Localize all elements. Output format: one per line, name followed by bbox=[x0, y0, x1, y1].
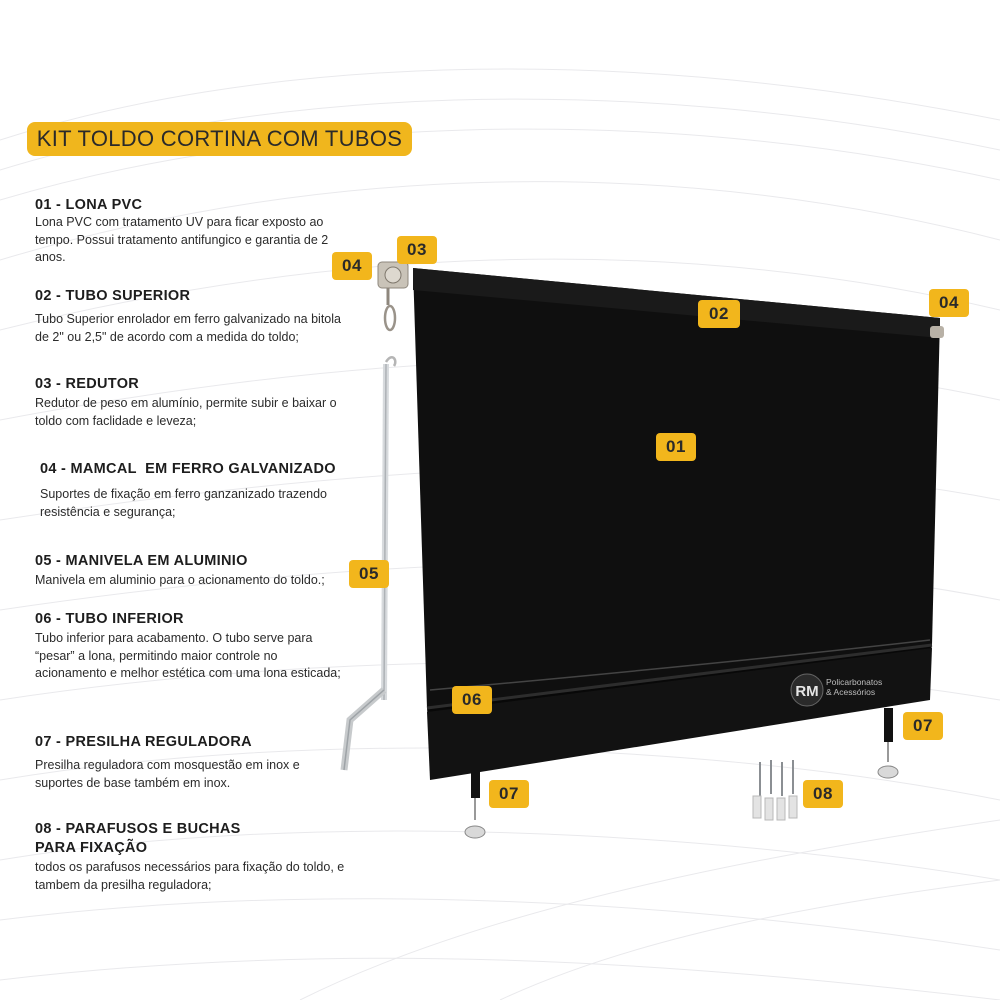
item-mamcal: 04 - MAMCAL EM FERRO GALVANIZADO Suporte… bbox=[40, 460, 360, 521]
badge-03: 03 bbox=[397, 236, 437, 264]
logo-line-1: Policarbonatos bbox=[826, 677, 882, 687]
crank-handle-icon bbox=[340, 356, 397, 771]
item-parafusos: 08 - PARAFUSOS E BUCHAS PARA FIXAÇÃO tod… bbox=[35, 820, 344, 894]
item-description: Manivela em aluminio para o acionamento … bbox=[35, 573, 325, 587]
item-description: Tubo Superior enrolador em ferro galvani… bbox=[35, 312, 341, 344]
badge-08: 08 bbox=[803, 780, 843, 808]
badge-04-left: 04 bbox=[332, 252, 372, 280]
item-description: todos os parafusos necessários para fixa… bbox=[35, 860, 345, 892]
badge-01: 01 bbox=[656, 433, 696, 461]
badge-02: 02 bbox=[698, 300, 740, 328]
logo-line-2: & Acessórios bbox=[826, 687, 875, 697]
item-presilha: 07 - PRESILHA REGULADORA Presilha regula… bbox=[35, 733, 345, 792]
item-lona-pvc: 01 - LONA PVC Lona PVC com tratamento UV… bbox=[35, 196, 345, 267]
item-redutor: 03 - REDUTOR Redutor de peso em alumínio… bbox=[35, 375, 345, 430]
item-description: Redutor de peso em alumínio, permite sub… bbox=[35, 396, 337, 428]
badge-07-right: 07 bbox=[903, 712, 943, 740]
item-heading: 02 - TUBO SUPERIOR bbox=[35, 288, 191, 304]
item-heading: 08 - PARAFUSOS E BUCHAS PARA FIXAÇÃO bbox=[35, 821, 241, 856]
strap-clip-right-icon bbox=[877, 708, 899, 779]
badge-07-left: 07 bbox=[489, 780, 529, 808]
item-description: Suportes de fixação em ferro ganzanizado… bbox=[40, 487, 327, 519]
item-heading: 06 - TUBO INFERIOR bbox=[35, 611, 184, 627]
item-tubo-inferior: 06 - TUBO INFERIOR Tubo inferior para ac… bbox=[35, 610, 345, 683]
item-heading: 03 - REDUTOR bbox=[35, 376, 140, 392]
item-heading: 01 - LONA PVC bbox=[35, 197, 143, 213]
item-heading: 04 - MAMCAL EM FERRO GALVANIZADO bbox=[40, 461, 336, 477]
item-description: Presilha reguladora com mosquestão em in… bbox=[35, 758, 300, 790]
item-tubo-superior: 02 - TUBO SUPERIOR Tubo Superior enrolad… bbox=[35, 287, 345, 346]
item-description: Lona PVC com tratamento UV para ficar ex… bbox=[35, 215, 329, 264]
awning-canvas bbox=[413, 268, 940, 780]
item-manivela: 05 - MANIVELA EM ALUMINIO Manivela em al… bbox=[35, 552, 345, 590]
right-bracket-icon bbox=[930, 326, 944, 338]
item-heading: 05 - MANIVELA EM ALUMINIO bbox=[35, 553, 248, 569]
page-title: KIT TOLDO CORTINA COM TUBOS bbox=[27, 122, 412, 156]
logo-mark: RM bbox=[795, 683, 818, 700]
item-heading: 07 - PRESILHA REGULADORA bbox=[35, 734, 252, 750]
badge-06: 06 bbox=[452, 686, 492, 714]
bracket-reducer-icon bbox=[377, 261, 409, 332]
brand-logo: RM Policarbonatos & Acessórios bbox=[790, 673, 882, 707]
item-description: Tubo inferior para acabamento. O tubo se… bbox=[35, 631, 341, 680]
badge-04-right: 04 bbox=[929, 289, 969, 317]
screws-anchors-icon bbox=[752, 760, 798, 821]
strap-clip-left-icon bbox=[464, 770, 486, 839]
badge-05: 05 bbox=[349, 560, 389, 588]
